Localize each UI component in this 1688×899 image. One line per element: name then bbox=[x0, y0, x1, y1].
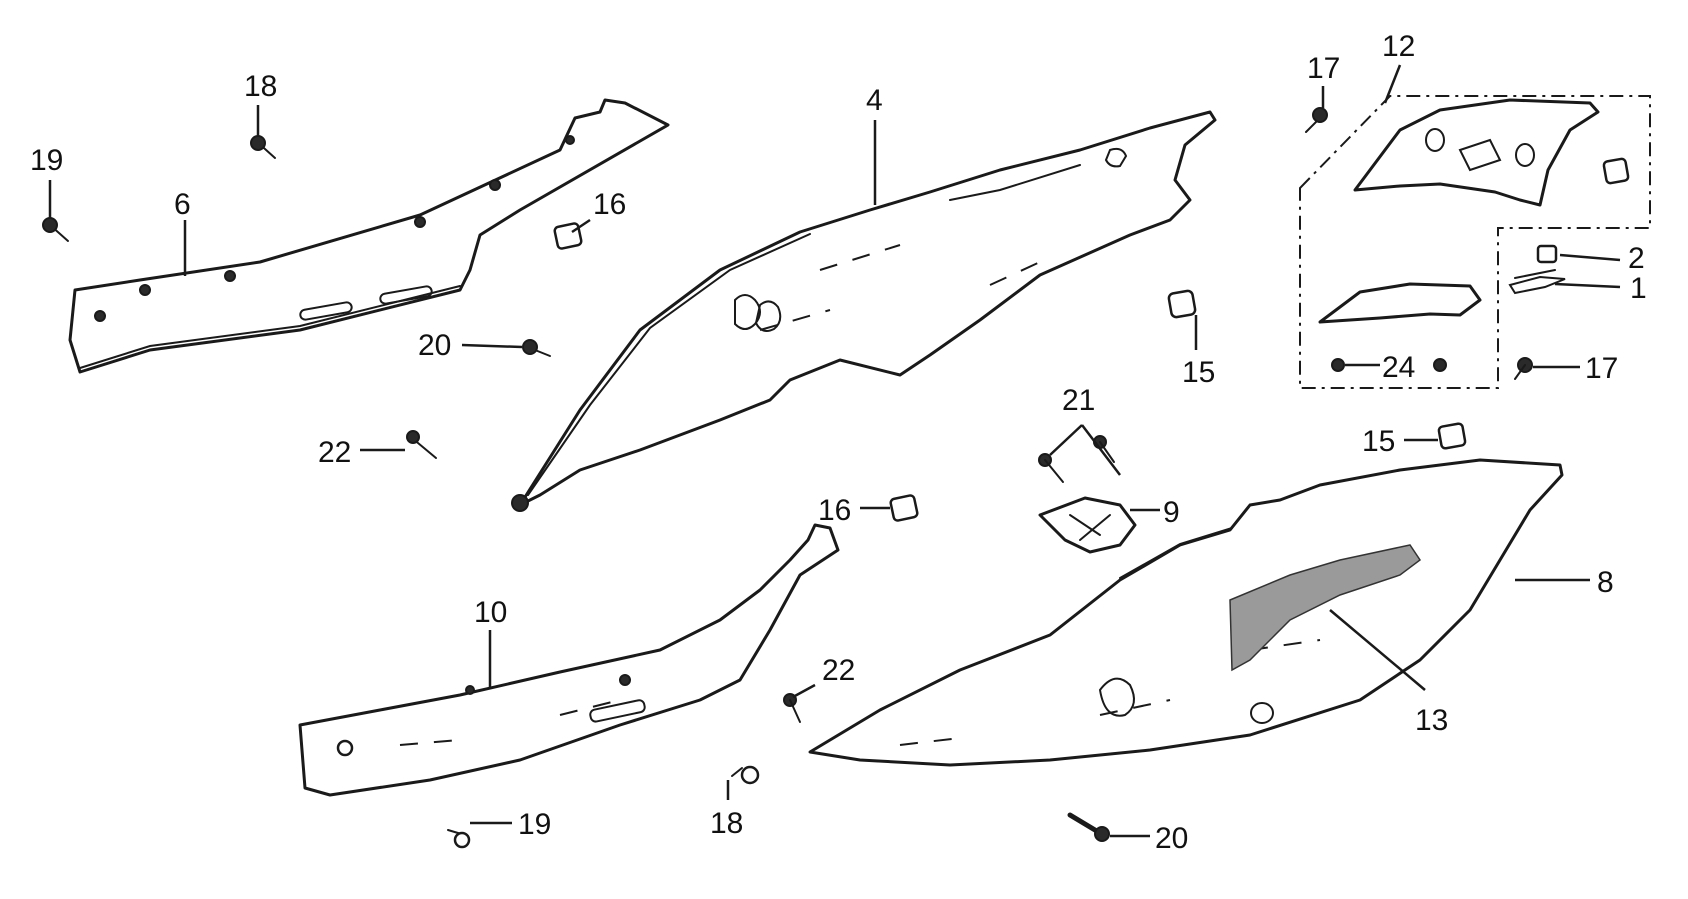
label-8: 8 bbox=[1597, 566, 1614, 599]
label-10: 10 bbox=[474, 596, 507, 629]
label-17-right: 17 bbox=[1585, 352, 1618, 385]
label-15-mid: 15 bbox=[1182, 356, 1215, 389]
label-12: 12 bbox=[1382, 30, 1415, 63]
nut-16-mid bbox=[889, 494, 919, 522]
label-4: 4 bbox=[866, 84, 883, 117]
callout-labels: 18 19 6 16 20 22 4 15 17 12 2 1 17 24 15… bbox=[30, 30, 1647, 855]
label-15-right: 15 bbox=[1362, 425, 1395, 458]
screw-22-left bbox=[406, 430, 437, 459]
label-6: 6 bbox=[174, 188, 191, 221]
label-24: 24 bbox=[1382, 351, 1415, 384]
label-22-mid: 22 bbox=[822, 654, 855, 687]
label-22-left: 22 bbox=[318, 436, 351, 469]
label-13: 13 bbox=[1415, 704, 1448, 737]
screw-18-bottom bbox=[731, 765, 760, 785]
part-8-side-cover bbox=[808, 458, 1564, 767]
part-4-center-body-cover bbox=[511, 110, 1217, 512]
part-10-side-rail-lower bbox=[298, 523, 840, 797]
screw-19-bottom bbox=[447, 829, 471, 849]
label-18-top: 18 bbox=[244, 70, 277, 103]
label-20-bottom: 20 bbox=[1155, 822, 1188, 855]
part-9-bracket bbox=[1038, 496, 1137, 554]
screw-17-right bbox=[1514, 357, 1533, 380]
screw-22-mid bbox=[783, 693, 801, 723]
label-17-top: 17 bbox=[1307, 52, 1340, 85]
label-19-bottom: 19 bbox=[518, 808, 551, 841]
label-16-top: 16 bbox=[593, 188, 626, 221]
label-18-bottom: 18 bbox=[710, 807, 743, 840]
sub-assembly-box bbox=[1299, 95, 1651, 389]
screw-20-top bbox=[522, 339, 551, 357]
part-12-rear-top-cover bbox=[1353, 98, 1630, 207]
part-6-side-rail-upper bbox=[68, 98, 670, 374]
part-24-grab-piece bbox=[1318, 282, 1482, 324]
screws-21 bbox=[1038, 435, 1115, 483]
part-1-clip bbox=[1508, 269, 1566, 295]
label-20-top: 20 bbox=[418, 329, 451, 362]
screw-19-top bbox=[42, 217, 69, 242]
label-1: 1 bbox=[1630, 272, 1647, 305]
part-2-nut bbox=[1536, 244, 1558, 264]
leader-lines bbox=[48, 64, 1621, 838]
label-19-top: 19 bbox=[30, 144, 63, 177]
label-9: 9 bbox=[1163, 496, 1180, 529]
nut-15-right bbox=[1437, 422, 1467, 450]
label-21: 21 bbox=[1062, 384, 1095, 417]
label-16-mid: 16 bbox=[818, 494, 851, 527]
screws-24 bbox=[1331, 358, 1447, 372]
bolt-20-bottom bbox=[1067, 812, 1110, 842]
screw-17-top bbox=[1305, 107, 1328, 133]
nut-15-mid bbox=[1167, 289, 1197, 319]
label-2: 2 bbox=[1628, 242, 1645, 275]
screw-18-top bbox=[250, 135, 276, 159]
